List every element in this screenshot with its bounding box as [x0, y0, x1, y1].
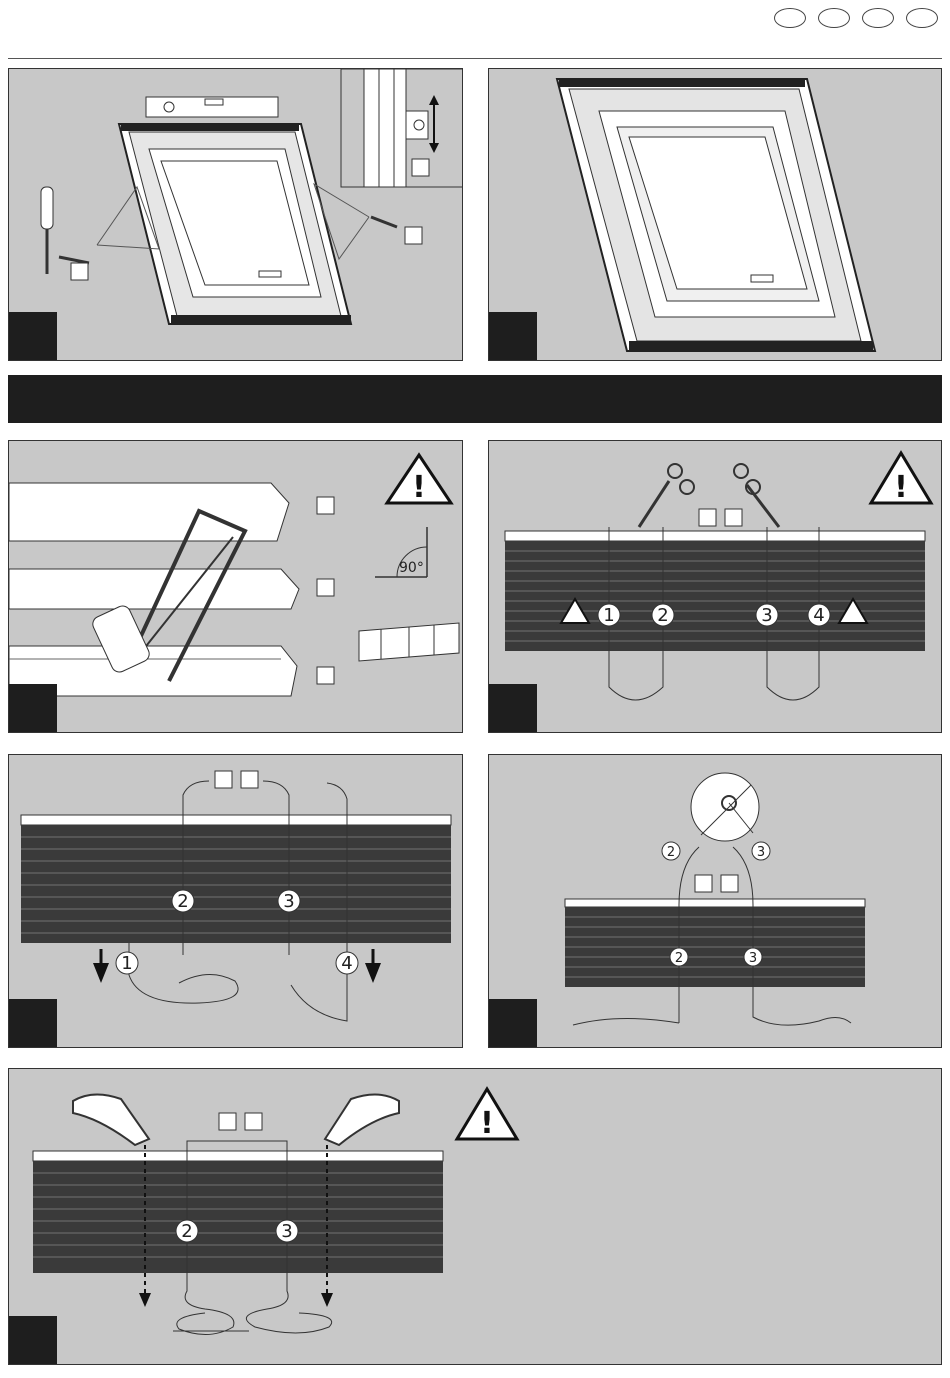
step-number-box — [9, 999, 57, 1047]
section-banner — [8, 375, 942, 423]
cord-number-1: 1 — [121, 953, 132, 974]
cord-number-2-top: 2 — [667, 845, 675, 860]
cord-number-3-top: 3 — [757, 845, 765, 860]
step-panel-6: 2 3 2 3 — [488, 754, 942, 1048]
cord-number-1: 1 — [603, 605, 614, 626]
window-install-illustration — [9, 69, 463, 361]
rail-cutting-illustration: ! 90° — [9, 441, 463, 733]
step-number-box — [9, 684, 57, 732]
angle-label: 90° — [399, 560, 424, 576]
svg-text:!: ! — [412, 470, 426, 505]
step-panel-7: ! 2 3 — [8, 1068, 942, 1365]
language-selector-4[interactable] — [906, 8, 938, 28]
cord-number-3: 3 — [283, 891, 294, 912]
cord-number-2: 2 — [657, 605, 668, 626]
cord-number-2: 2 — [675, 951, 683, 966]
step-number-box — [9, 1316, 57, 1364]
step-panel-5: 2 3 1 4 — [8, 754, 463, 1048]
svg-text:!: ! — [894, 470, 908, 505]
step-panel-3: ! 90° — [8, 440, 463, 733]
cord-number-3: 3 — [749, 951, 757, 966]
step-number-box — [9, 312, 57, 360]
step-number-box — [489, 684, 537, 732]
header-rule — [8, 58, 942, 59]
cord-number-3: 3 — [761, 605, 772, 626]
language-selector-1[interactable] — [774, 8, 806, 28]
svg-text:!: ! — [480, 1106, 494, 1141]
step-panel-4: ! 1 2 3 4 — [488, 440, 942, 733]
step-number-box — [489, 999, 537, 1047]
step-panel-2 — [488, 68, 942, 361]
language-selector-2[interactable] — [818, 8, 850, 28]
cord-number-4: 4 — [813, 605, 824, 626]
cord-number-4: 4 — [341, 953, 352, 974]
cord-cutting-illustration: ! 1 2 3 4 — [489, 441, 942, 733]
cord-trim-illustration: ! 2 3 — [9, 1069, 942, 1365]
knot-illustration: 2 3 2 3 — [489, 755, 942, 1048]
cord-number-2: 2 — [177, 891, 188, 912]
step-number-box — [489, 312, 537, 360]
cord-number-2: 2 — [181, 1221, 192, 1242]
cord-number-3: 3 — [281, 1221, 292, 1242]
step-panel-1 — [8, 68, 463, 361]
cord-pull-illustration: 2 3 1 4 — [9, 755, 463, 1048]
language-selector-3[interactable] — [862, 8, 894, 28]
roof-window-illustration — [489, 69, 942, 361]
